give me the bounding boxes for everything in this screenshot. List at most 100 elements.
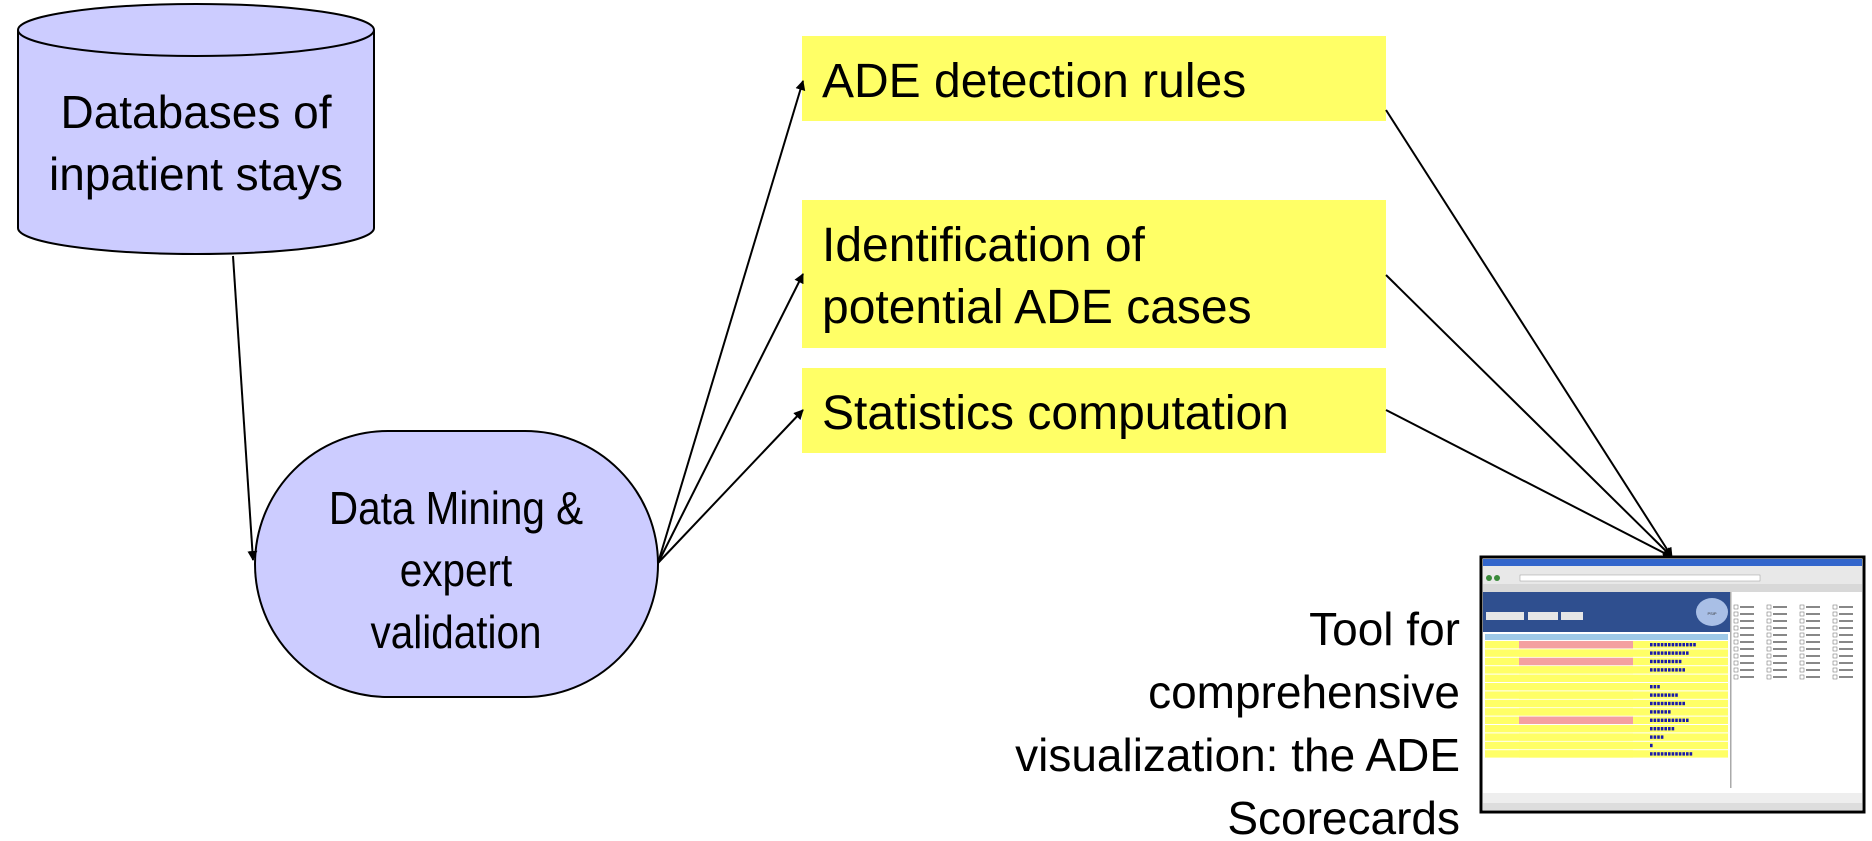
- screenshot-checkbox-label: [1740, 662, 1754, 664]
- screenshot-button-2: [1528, 612, 1558, 620]
- screenshot-checkbox-label: [1839, 648, 1853, 650]
- scorecard-screenshot: PSIP: [1479, 555, 1866, 814]
- screenshot-checkbox-label: [1839, 676, 1853, 678]
- screenshot-checkbox: [1733, 604, 1739, 610]
- screenshot-table-marker: [1653, 693, 1657, 697]
- screenshot-table-marker: [1675, 718, 1678, 722]
- screenshot-table-marker: [1671, 659, 1675, 664]
- screenshot-table-marker: [1657, 727, 1660, 731]
- screenshot-table-marker: [1660, 643, 1664, 647]
- screenshot-table-marker: [1668, 727, 1671, 731]
- screenshot-checkbox: [1832, 611, 1838, 617]
- data-mining-label-line-1: Data Mining &: [329, 484, 583, 535]
- screenshot-table-marker: [1653, 651, 1657, 655]
- screenshot-checkbox-label: [1773, 606, 1787, 608]
- screenshot-table-marker: [1660, 727, 1664, 731]
- screenshot-table-marker: [1650, 659, 1653, 664]
- screenshot-table-marker: [1653, 659, 1657, 664]
- screenshot-checkbox-label: [1839, 641, 1853, 643]
- edge-mining-to-rules: [657, 80, 806, 564]
- screenshot-checkbox: [1766, 653, 1772, 659]
- screenshot-checkbox: [1799, 604, 1805, 610]
- screenshot-checkbox: [1733, 639, 1739, 645]
- screenshot-table-marker: [1664, 659, 1667, 664]
- screenshot-checkbox-label: [1839, 627, 1853, 629]
- screenshot-table-marker: [1650, 743, 1653, 748]
- screenshot-table-marker: [1664, 701, 1667, 706]
- screenshot-checkbox: [1799, 639, 1805, 645]
- screenshot-checkbox: [1733, 625, 1739, 631]
- screenshot-table-marker: [1668, 710, 1671, 714]
- screenshot-checkbox-label: [1740, 634, 1754, 636]
- screenshot-table-marker: [1689, 643, 1693, 647]
- screenshot-checkbox-label: [1740, 676, 1754, 678]
- screenshot-checkbox: [1766, 618, 1772, 624]
- screenshot-table-marker: [1668, 651, 1671, 655]
- screenshot-checkbox: [1799, 632, 1805, 638]
- screenshot-table-cell: [1519, 674, 1633, 682]
- screenshot-table-marker: [1657, 735, 1660, 739]
- screenshot-checkbox-label: [1773, 627, 1787, 629]
- screenshot-table-marker: [1664, 710, 1667, 714]
- screenshot-checkbox-label: [1773, 613, 1787, 615]
- screenshot-table-marker: [1664, 651, 1667, 655]
- screenshot-table-marker: [1671, 718, 1675, 722]
- screenshot-table-marker: [1675, 668, 1678, 672]
- screenshot-checkbox: [1832, 660, 1838, 666]
- statistics-label: Statistics computation: [822, 387, 1289, 440]
- screenshot-table-marker: [1657, 718, 1660, 722]
- screenshot-checkbox: [1733, 632, 1739, 638]
- screenshot-button-3: [1561, 612, 1583, 620]
- edge-statistics-to-scorecard: [1385, 409, 1673, 558]
- screenshot-checkbox-label: [1773, 676, 1787, 678]
- screenshot-table-cell: [1519, 641, 1633, 649]
- screenshot-table-marker: [1664, 727, 1667, 731]
- screenshot-checkbox-label: [1773, 620, 1787, 622]
- statistics-node: Statistics computation: [802, 368, 1386, 453]
- screenshot-table-marker: [1668, 659, 1671, 664]
- statistics-box: [802, 368, 1386, 453]
- screenshot-checkbox-label: [1740, 669, 1754, 671]
- screenshot-table-marker: [1682, 701, 1685, 706]
- screenshot-table-marker: [1653, 685, 1657, 689]
- screenshot-table-marker: [1650, 752, 1653, 756]
- tool-caption-line-1: Tool for: [1309, 603, 1460, 655]
- screenshot-table-marker: [1678, 651, 1682, 655]
- screenshot-checkbox: [1766, 625, 1772, 631]
- screenshot-table-marker: [1650, 685, 1653, 689]
- screenshot-checkbox: [1832, 639, 1838, 645]
- screenshot-checkbox-label: [1806, 648, 1820, 650]
- screenshot-title-bar: [1483, 559, 1862, 566]
- screenshot-checkbox-label: [1806, 641, 1820, 643]
- screenshot-checkbox-label: [1740, 627, 1754, 629]
- rules-node: ADE detection rules: [802, 36, 1386, 121]
- screenshot-table-cell: [1519, 716, 1633, 724]
- screenshot-table-marker: [1678, 752, 1682, 756]
- screenshot-checkbox: [1832, 625, 1838, 631]
- screenshot-checkbox: [1766, 604, 1772, 610]
- screenshot-table-cell: [1519, 683, 1633, 691]
- screenshot-tab-strip: [1483, 584, 1862, 592]
- screenshot-checkbox-label: [1806, 620, 1820, 622]
- screenshot-table-marker: [1682, 668, 1685, 672]
- screenshot-checkbox: [1766, 660, 1772, 666]
- screenshot-table-marker: [1686, 643, 1689, 647]
- screenshot-table-cell: [1519, 666, 1633, 674]
- screenshot-table-marker: [1650, 710, 1653, 714]
- screenshot-table-marker: [1664, 752, 1667, 756]
- edge-rules-to-scorecard: [1385, 109, 1673, 558]
- screenshot-table-marker: [1653, 718, 1657, 722]
- screenshot-checkbox: [1832, 618, 1838, 624]
- screenshot-table-marker: [1650, 651, 1653, 655]
- rules-label: ADE detection rules: [822, 55, 1246, 108]
- screenshot-table-marker: [1657, 693, 1660, 697]
- screenshot-checkbox-label: [1773, 634, 1787, 636]
- screenshot-table-marker: [1653, 752, 1657, 756]
- screenshot-table-marker: [1653, 701, 1657, 706]
- screenshot-table-marker: [1664, 643, 1667, 647]
- screenshot-checkbox: [1799, 611, 1805, 617]
- screenshot-table-marker: [1682, 651, 1685, 655]
- screenshot-table-marker: [1650, 735, 1653, 739]
- screenshot-checkbox: [1766, 611, 1772, 617]
- data-mining-label-line-2: expert: [400, 546, 512, 597]
